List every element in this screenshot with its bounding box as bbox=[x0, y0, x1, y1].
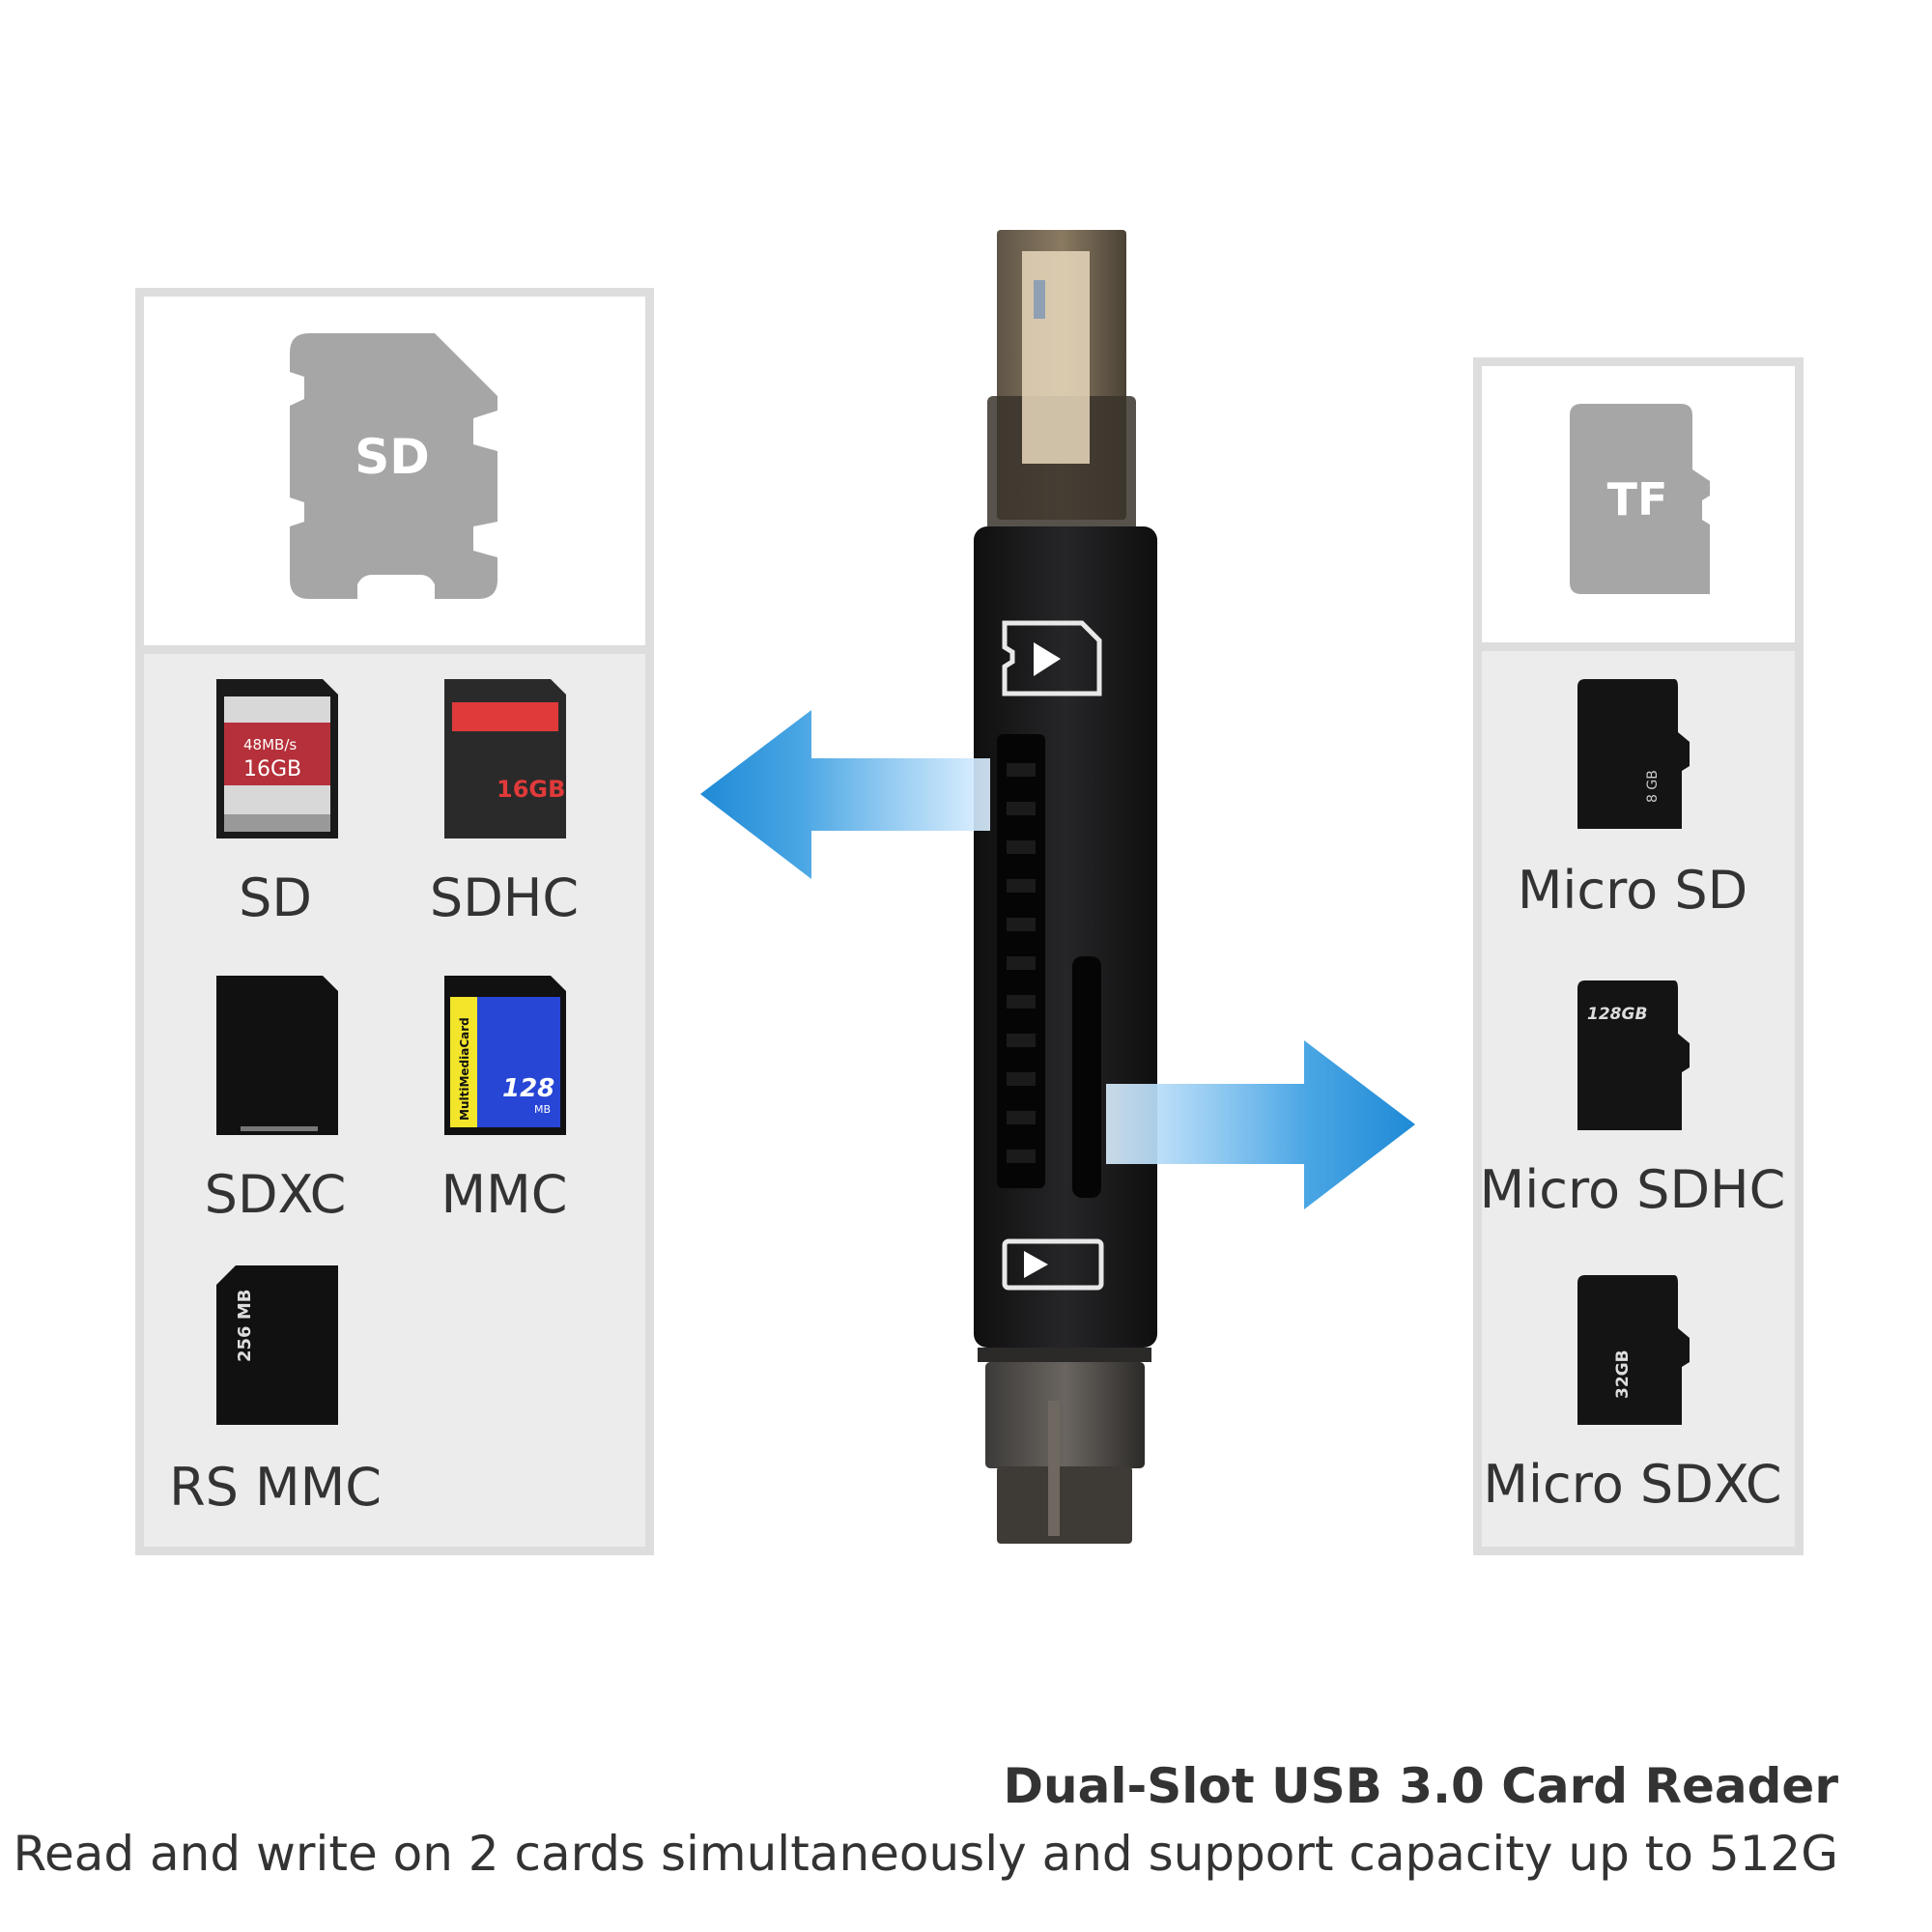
sdxc-label: SDXC bbox=[204, 1164, 347, 1225]
mmc-card-image: MultiMediaCard 128 MB bbox=[444, 976, 566, 1135]
sdhc-label: SDHC bbox=[429, 867, 580, 928]
sd-card-capacity: 16GB bbox=[243, 757, 301, 781]
sd-icon-text: SD bbox=[355, 429, 430, 485]
sdhc-card-image: 16GB bbox=[444, 679, 566, 838]
micro-sdhc-capacity: 128GB bbox=[1587, 1005, 1647, 1024]
rs-mmc-card-image: 256 MB bbox=[216, 1265, 338, 1425]
micro-sdxc-label: Micro SDXC bbox=[1483, 1454, 1782, 1515]
sdxc-card-image bbox=[216, 976, 338, 1135]
mmc-card-brand: MultiMediaCard bbox=[458, 1017, 471, 1121]
micro-sd-label: Micro SD bbox=[1517, 860, 1748, 921]
sd-card-speed: 48MB/s bbox=[243, 736, 297, 753]
card-reader-device bbox=[974, 230, 1157, 1544]
sd-card-icon: SD bbox=[290, 333, 497, 599]
sd-label: SD bbox=[239, 867, 312, 928]
caption-subtitle: Read and write on 2 cards simultaneously… bbox=[13, 1826, 1838, 1882]
tf-card-icon: TF bbox=[1570, 404, 1710, 594]
sdhc-card-capacity: 16GB bbox=[497, 776, 565, 803]
micro-sdhc-label: Micro SDHC bbox=[1479, 1159, 1786, 1220]
arrow-left-icon bbox=[700, 710, 990, 879]
usb-c-cap bbox=[985, 1362, 1145, 1468]
mmc-label: MMC bbox=[440, 1164, 568, 1225]
caption-title: Dual-Slot USB 3.0 Card Reader bbox=[1003, 1758, 1838, 1814]
mmc-card-unit: MB bbox=[534, 1103, 551, 1116]
micro-sd-capacity: 8 GB bbox=[1645, 770, 1661, 803]
micro-sdxc-card-image: 32GB bbox=[1577, 1275, 1690, 1425]
arrow-right-icon bbox=[1106, 1040, 1415, 1209]
micro-sd-slot bbox=[1072, 956, 1101, 1198]
micro-sd-card-image: 8 GB bbox=[1577, 679, 1690, 829]
micro-sdxc-capacity: 32GB bbox=[1613, 1350, 1633, 1399]
sd-card-image: 48MB/s 16GB bbox=[216, 679, 338, 838]
mmc-card-capacity: 128 bbox=[502, 1074, 554, 1103]
tf-icon-text: TF bbox=[1607, 473, 1668, 526]
rs-mmc-label: RS MMC bbox=[169, 1457, 382, 1518]
rs-mmc-card-capacity: 256 MB bbox=[235, 1290, 255, 1362]
micro-sdhc-card-image: 128GB bbox=[1577, 980, 1690, 1130]
